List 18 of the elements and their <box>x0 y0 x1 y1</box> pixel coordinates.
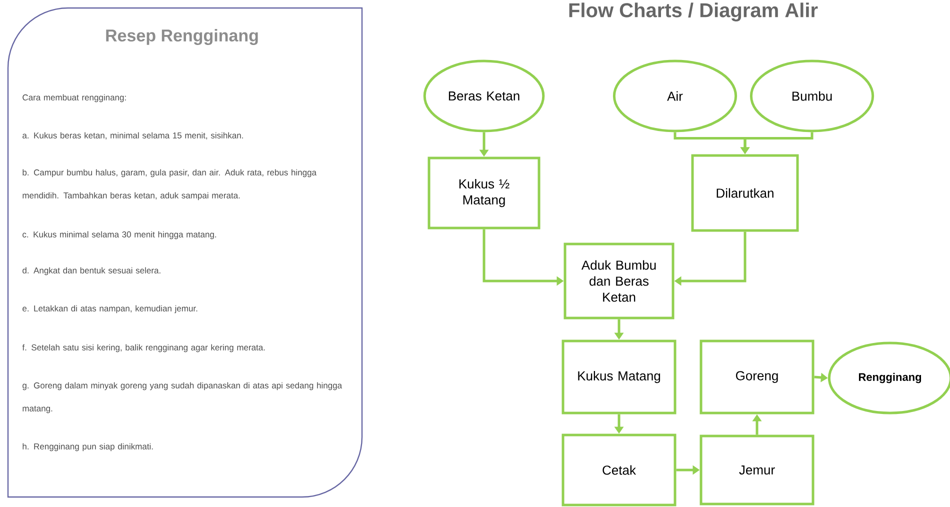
step-text: d. Angkat dan bentuk sesuai selera. <box>22 267 160 276</box>
step-text: c. Kukus minimal selama 30 menit hingga matang. <box>22 231 216 240</box>
process-box: Goreng <box>700 340 814 414</box>
card-title: Resep Rengginang <box>106 29 258 45</box>
step-text: a. Kukus beras ketan, minimal selama 15 menit, sisihkan. <box>22 132 243 140</box>
title: Flow Charts / Diagram Alir <box>569 2 818 22</box>
step-text: h. Rengginang pun siap dinikmati. <box>22 443 153 452</box>
process-box: Kukus ½ Matang <box>428 156 540 230</box>
step-text: g. Goreng dalam minyak goreng yang sudah dipanaskan di atas api sedang hingga matang. <box>22 382 342 414</box>
step-text: b. Campur bumbu halus, garam, gula pasir, dan air. Aduk rata, rebus hingga mendidih. Tambahkan beras ketan, aduk sampai merata. <box>22 169 316 200</box>
process-box: Jemur <box>700 434 814 506</box>
process-box: Aduk Bumbu dan Beras Ketan <box>564 242 674 320</box>
process-box: Dilarutkan <box>691 154 799 232</box>
step-text: e. Letakkan di atas nampan, kemudian jemur. <box>22 305 198 314</box>
step-text: f. Setelah satu sisi kering, balik rengginang agar kering merata. <box>22 344 265 352</box>
process-box: Cetak <box>562 434 676 506</box>
step-text: Cara membuat rengginang: <box>22 94 126 102</box>
process-box: Kukus Matang <box>562 340 676 414</box>
